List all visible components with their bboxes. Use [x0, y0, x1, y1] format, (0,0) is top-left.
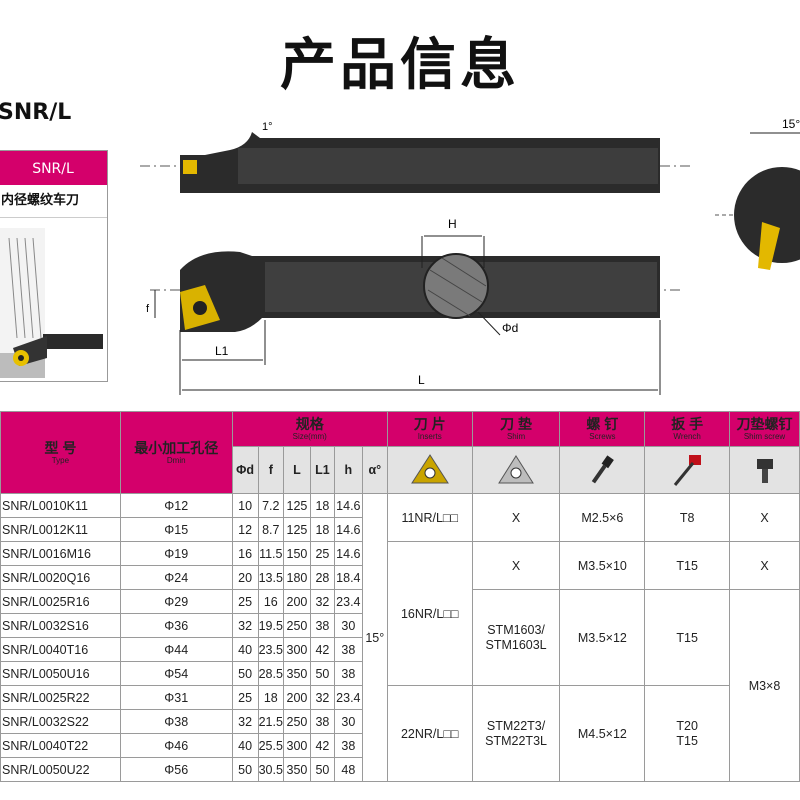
insert-group-3: 22NR/L□□: [386, 685, 473, 782]
insert-group-1: 11NR/L□□: [386, 493, 473, 542]
dim-l-label: L: [418, 373, 425, 387]
shim-screw-icon: [729, 446, 800, 494]
product-card: SNR/L 内径螺纹车刀: [0, 150, 108, 382]
card-header: SNR/L: [0, 151, 107, 185]
col-l: L: [282, 446, 311, 494]
insert-group-2: 16NR/L□□: [386, 541, 473, 686]
shim-icon: [471, 446, 561, 494]
col-f: f: [257, 446, 284, 494]
dim-f-label: f: [146, 303, 150, 315]
card-subtitle: 内径螺纹车刀: [0, 185, 107, 218]
dim-l1-label: L1: [215, 344, 229, 358]
dim-d-label: Φd: [502, 321, 518, 335]
alpha-value: 15°: [361, 493, 388, 782]
insert-icon: [386, 446, 473, 494]
dim-15-label: 15°: [782, 117, 800, 131]
wrench-icon: [644, 446, 730, 494]
col-l1: L1: [309, 446, 335, 494]
model-name: SNR/L: [0, 100, 72, 125]
col-d: Φd: [231, 446, 259, 494]
angle-1-label: 1°: [262, 121, 273, 133]
screw-icon: [559, 446, 646, 494]
col-h: h: [333, 446, 363, 494]
workpiece-illustration: [0, 228, 103, 378]
page-title: 产品信息: [280, 33, 520, 98]
technical-drawing: 1° H Φd f L1 L 15°: [140, 117, 800, 395]
end-view: [734, 167, 800, 263]
col-alpha: α°: [361, 446, 388, 494]
insert-top: [183, 160, 197, 174]
dim-h-label: H: [448, 217, 457, 231]
